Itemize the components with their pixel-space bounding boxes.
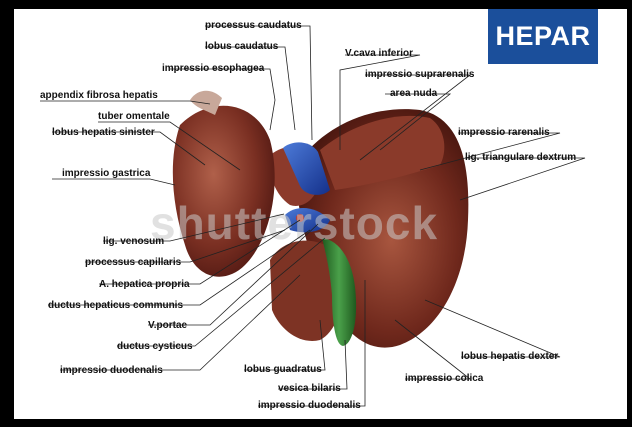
label-vesica-bilaris: vesica bilaris [278,383,341,395]
label-processus-caudatus: processus caudatus [205,20,302,32]
label-lobus-guadratus: lobus guadratus [244,364,322,376]
title-badge: HEPAR [488,9,598,64]
label-impressio-rarenalis: impressio rarenalis [458,127,550,139]
label-lobus-hepatis-dexter: lobus hepatis dexter [461,351,558,363]
label-lig-venosum: lig. venosum [103,236,164,248]
label-impressio-gastrica: impressio gastrica [62,168,150,180]
label-lobus-caudatus: lobus caudatus [205,41,278,53]
label-v-portae: V.portae [148,320,187,332]
label-impressio-esophagea: impressio esophagea [162,63,264,75]
label-lig-triangulare-dextrum: lig. triangulare dextrum [465,152,576,164]
label-impressio-suprarenalis: impressio suprarenalis [365,69,475,81]
label-lobus-hepatis-sinister: lobus hepatis sinister [52,127,155,139]
label-impressio-colica: impressio colica [405,373,483,385]
label-a-hepatica-propria: A. hepatica propria [99,279,190,291]
label-ductus-hepaticus-communis: ductus hepaticus communis [48,300,183,312]
label-processus-capillaris: processus capillaris [85,257,181,269]
label-ductus-cysticus: ductus cysticus [117,341,193,353]
label-appendix-fibrosa-hepatis: appendix fibrosa hepatis [40,90,158,102]
label-impressio-duodenalis-left: impressio duodenalis [60,365,163,377]
label-tuber-omentale: tuber omentale [98,111,170,123]
label-impressio-duodenalis-bottom: impressio duodenalis [258,400,361,412]
label-area-nuda: area nuda [390,88,437,100]
label-v-cava-inferior: V.cava inferior [345,48,413,60]
